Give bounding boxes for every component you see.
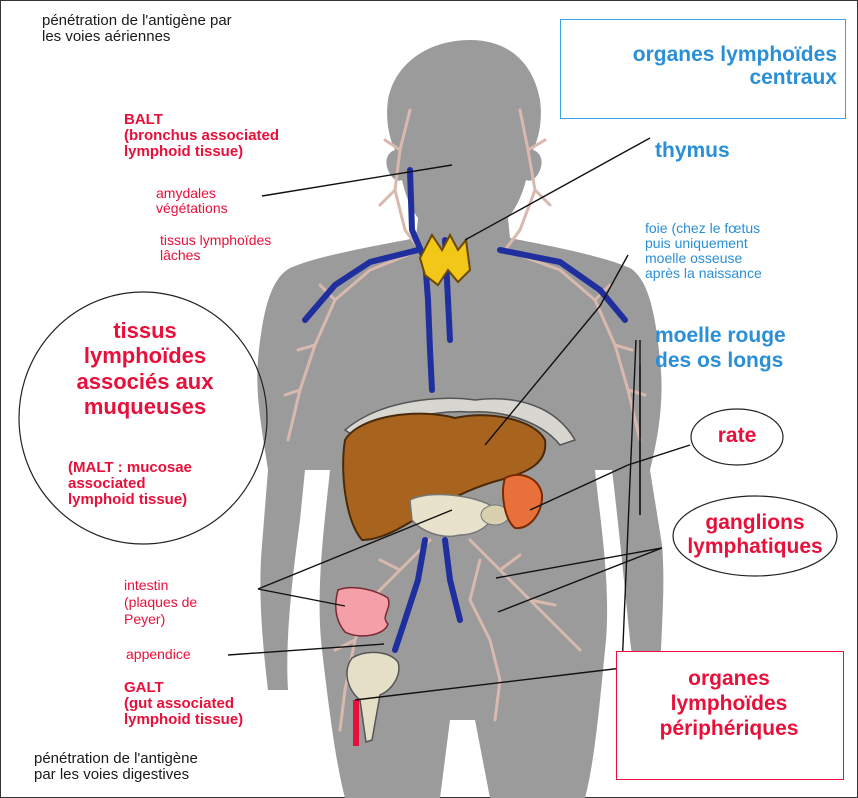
entry-airways-text: pénétration de l'antigène par les voies … bbox=[42, 13, 232, 45]
entry-digestive-text: pénétration de l'antigène par les voies … bbox=[34, 751, 198, 783]
malt-title: tissus lymphoïdes associés aux muqueuses bbox=[40, 318, 250, 419]
appendice-label: appendice bbox=[126, 647, 191, 662]
peyer-intestine bbox=[336, 588, 389, 636]
galt-label: GALT (gut associated lymphoid tissue) bbox=[124, 680, 243, 729]
rate-label: rate bbox=[693, 425, 781, 448]
thymus-label: thymus bbox=[655, 140, 730, 163]
amygdales-label: amydales végétations bbox=[156, 186, 228, 216]
liver-note: foie (chez le fœtus puis uniquement moel… bbox=[645, 221, 762, 281]
ganglions-label: ganglions lymphatiques bbox=[675, 511, 835, 559]
balt-label: BALT (bronchus associated lymphoid tissu… bbox=[124, 112, 279, 161]
femur-marrow bbox=[353, 700, 359, 746]
marrow-label: moelle rouge des os longs bbox=[655, 323, 786, 373]
malt-subtitle: (MALT : mucosae associated lymphoid tiss… bbox=[68, 460, 192, 509]
intestin-label: intestin (plaques de Peyer) bbox=[124, 577, 197, 627]
loose-tissue-label: tissus lymphoïdes lâches bbox=[160, 233, 271, 263]
central-organs-label: organes lymphoïdes centraux bbox=[567, 44, 837, 89]
peripheral-organs-label: organes lymphoïdes périphériques bbox=[618, 666, 840, 742]
